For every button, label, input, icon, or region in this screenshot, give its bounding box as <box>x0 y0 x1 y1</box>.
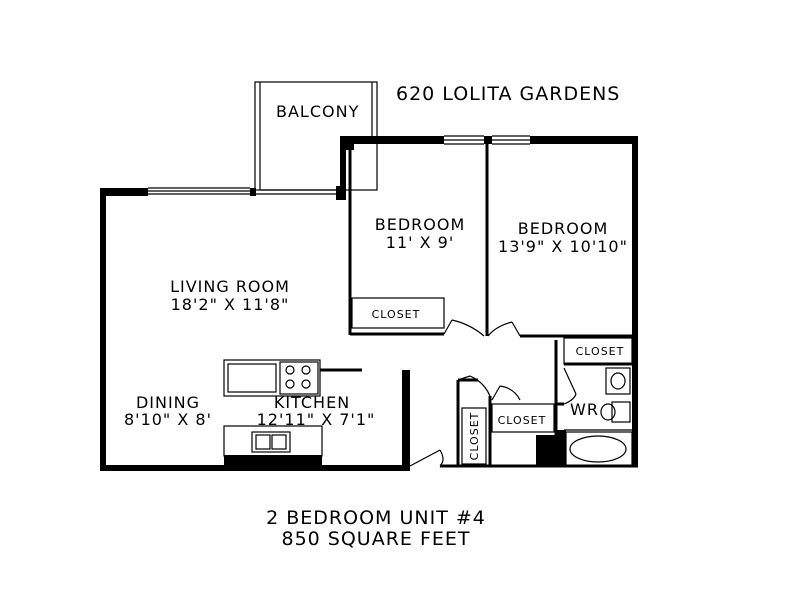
building-title: 620 LOLITA GARDENS <box>396 83 620 105</box>
kitchen-name: KITCHEN <box>274 393 350 412</box>
living-room-name: LIVING ROOM <box>170 277 290 296</box>
closet-vertical-label: CLOSET <box>468 412 481 461</box>
living-room-size: 18'2" X 11'8" <box>171 295 290 314</box>
wr-label: WR <box>570 400 599 419</box>
closet-bedroom1: CLOSET <box>372 308 421 321</box>
closet-hall: CLOSET <box>498 414 547 427</box>
area-label: 850 SQUARE FEET <box>281 528 470 550</box>
dining-name: DINING <box>136 393 200 412</box>
bedroom1-name: BEDROOM <box>375 215 466 234</box>
closet-vertical <box>461 407 487 465</box>
dining-size: 8'10" X 8' <box>124 410 212 429</box>
interior-walls <box>320 144 633 470</box>
kitchen-size: 12'11" X 7'1" <box>257 410 376 429</box>
exterior-walls <box>100 135 638 471</box>
doors <box>409 319 577 467</box>
bedroom1-size: 11' X 9' <box>386 233 454 252</box>
unit-label: 2 BEDROOM UNIT #4 <box>266 507 486 529</box>
closet-bedroom2: CLOSET <box>576 345 625 358</box>
kitchen-fixtures <box>223 359 323 457</box>
balcony-label: BALCONY <box>276 102 359 121</box>
bathroom-fixtures <box>565 367 633 467</box>
bedroom2-name: BEDROOM <box>518 219 609 238</box>
bedroom2-size: 13'9" X 10'10" <box>498 237 628 256</box>
